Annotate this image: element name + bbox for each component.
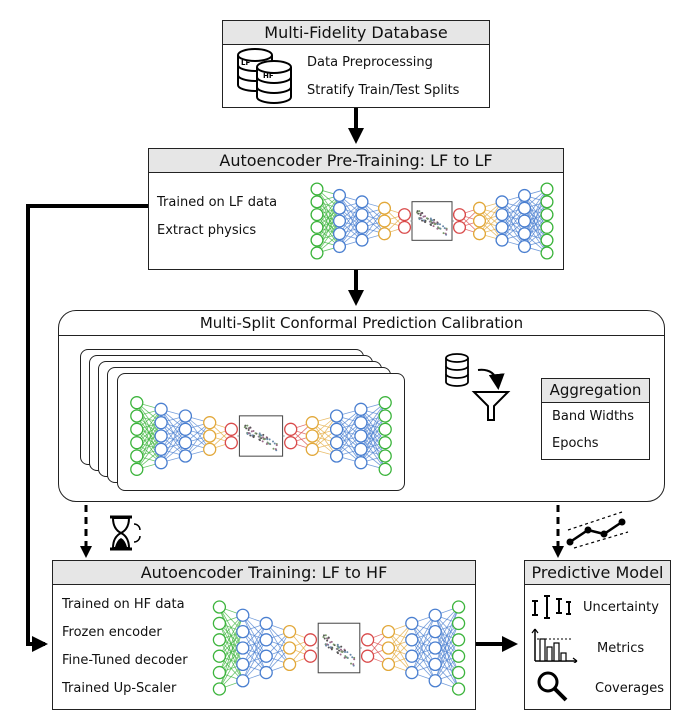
magnifier-icon [537, 671, 568, 702]
database-box: Multi-Fidelity Database LF HF Data Prepr… [222, 20, 490, 108]
aggregation-item-epochs: Epochs [552, 436, 599, 451]
training-item-fine-tuned-decoder: Fine-Tuned decoder [62, 653, 188, 668]
funnel-icon [471, 391, 511, 421]
error-bars-icon [532, 595, 571, 619]
training-box: Autoencoder Training: LF to HF Trained o… [52, 560, 476, 710]
pretrain-box: Autoencoder Pre-Training: LF to LF Train… [148, 148, 564, 270]
pretrain-item-physics: Extract physics [157, 223, 257, 238]
pretrain-item-lf-data: Trained on LF data [157, 195, 278, 210]
predictive-item-metrics: Metrics [597, 641, 645, 656]
database-small-icon [445, 353, 469, 387]
bar-chart-icon [531, 628, 578, 663]
pretrain-title: Autoencoder Pre-Training: LF to LF [149, 149, 563, 173]
database-title: Multi-Fidelity Database [223, 21, 489, 45]
training-title: Autoencoder Training: LF to HF [53, 561, 475, 585]
model-split-card-5 [117, 373, 405, 491]
calibration-autoencoder-network [130, 396, 392, 476]
database-item-splits: Stratify Train/Test Splits [307, 83, 460, 98]
curved-arrow-icon [477, 368, 505, 390]
pretrain-autoencoder-network [310, 182, 554, 260]
database-icon: LF HF [237, 48, 292, 104]
training-item-frozen-encoder: Frozen encoder [62, 625, 162, 640]
predictive-title: Predictive Model [525, 561, 670, 585]
svg-text:LF: LF [241, 59, 250, 67]
predictive-box: Predictive Model Uncertainty Metrics Cov… [524, 560, 671, 710]
training-item-hf-data: Trained on HF data [62, 597, 185, 612]
database-item-preprocessing: Data Preprocessing [307, 55, 433, 70]
aggregation-box: Aggregation Band Widths Epochs [541, 378, 650, 460]
svg-text:HF: HF [263, 72, 274, 80]
conformal-title: Multi-Split Conformal Prediction Calibra… [199, 314, 524, 332]
hourglass-icon [110, 515, 141, 551]
predictive-item-coverages: Coverages [595, 681, 665, 696]
predictive-item-uncertainty: Uncertainty [583, 600, 659, 615]
aggregation-item-band-widths: Band Widths [552, 409, 635, 424]
training-autoencoder-network [212, 600, 466, 696]
training-item-up-scaler: Trained Up-Scaler [62, 681, 177, 696]
aggregation-title: Aggregation [542, 379, 649, 403]
trend-line-icon [566, 511, 629, 549]
